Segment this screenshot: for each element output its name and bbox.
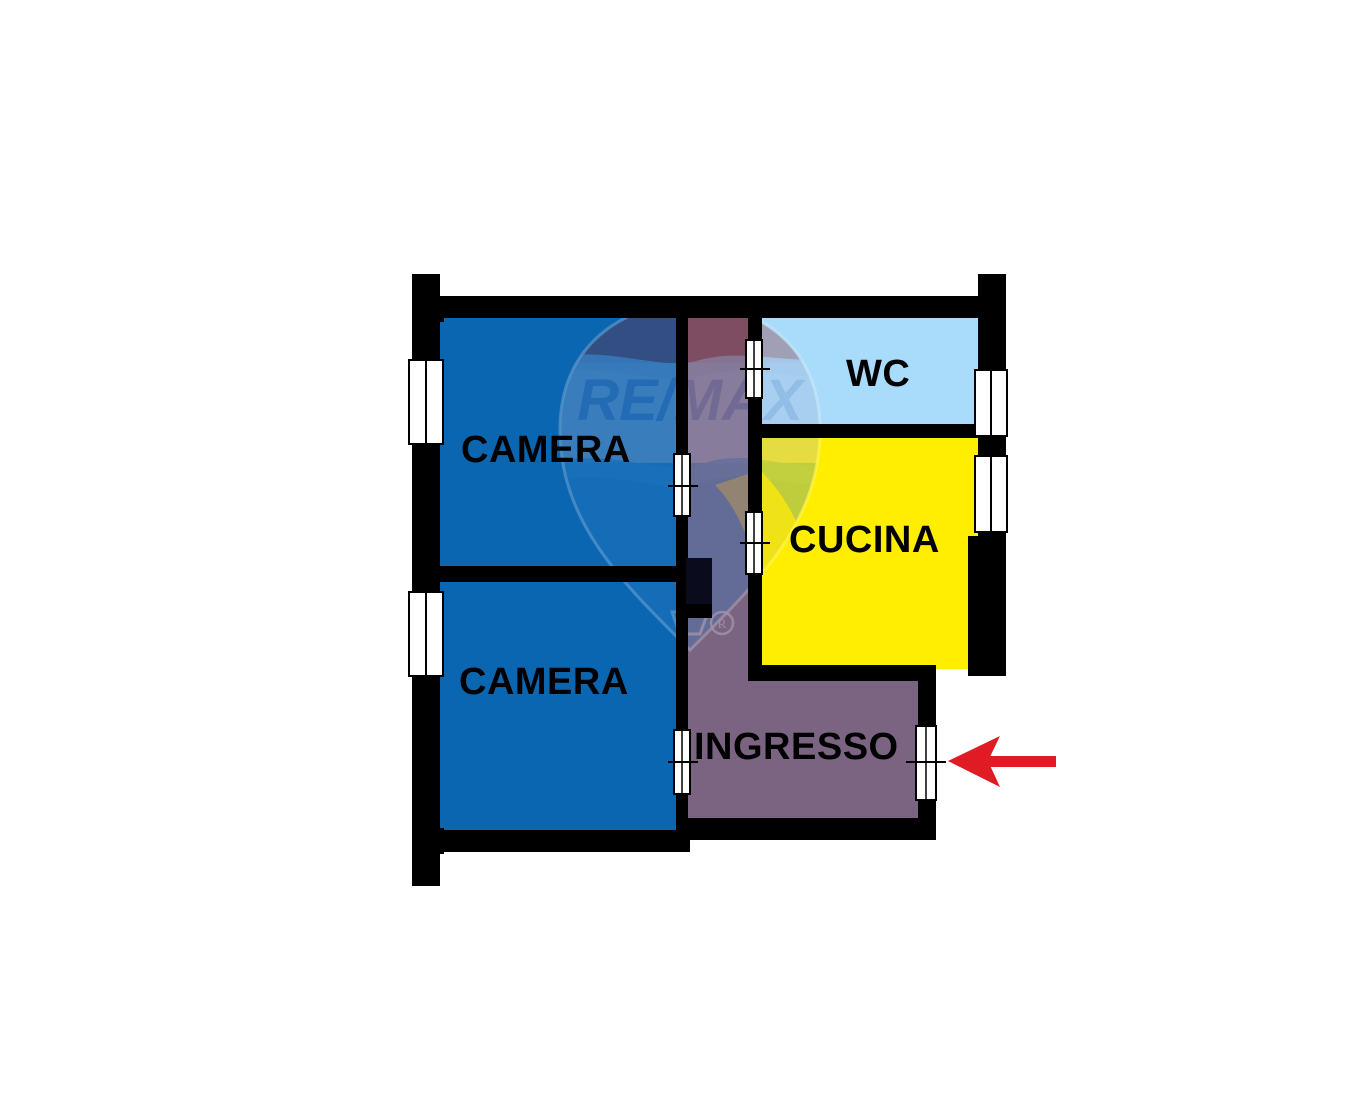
room-label-camera-2: CAMERA [459, 661, 629, 703]
wall-bottom-left-block [440, 830, 690, 852]
room-fills [440, 318, 978, 830]
wall-corridor-right [748, 318, 762, 670]
wall-door-jamb-stub [686, 558, 712, 604]
wall-notch-top-left [430, 296, 444, 322]
wall-wc-cucina [752, 424, 982, 438]
wall-corridor-left [676, 318, 688, 830]
wall-exterior-right-lower [968, 536, 1006, 676]
entrance-arrow-head [948, 736, 1000, 787]
room-fill-cucina [760, 437, 978, 669]
svg-text:RE/MAX: RE/MAX [577, 368, 806, 433]
svg-text:R: R [718, 616, 727, 631]
room-fill-ingresso [686, 318, 920, 818]
room-label-wc: WC [846, 353, 911, 395]
room-label-ingresso: INGRESSO [694, 726, 899, 768]
windows-left-wall [408, 359, 444, 677]
windows-right-wall [974, 369, 1008, 533]
room-fill-camera-2 [440, 580, 690, 830]
entrance-arrow [948, 736, 1056, 787]
room-label-camera-1: CAMERA [461, 429, 631, 471]
wall-bottom-ingresso [686, 818, 934, 840]
room-label-cucina: CUCINA [789, 519, 940, 561]
wall-exterior-top [440, 296, 978, 318]
interior-doors [668, 339, 946, 801]
wall-between-cameras [440, 566, 680, 582]
wall-notch-bottom-left [430, 828, 444, 854]
entrance-arrow-shaft [988, 756, 1056, 767]
room-fill-wc [760, 318, 978, 428]
wall-door-jamb-stub-2 [676, 604, 712, 618]
room-fill-camera-1 [440, 318, 690, 568]
wall-cucina-ingresso [748, 665, 934, 681]
